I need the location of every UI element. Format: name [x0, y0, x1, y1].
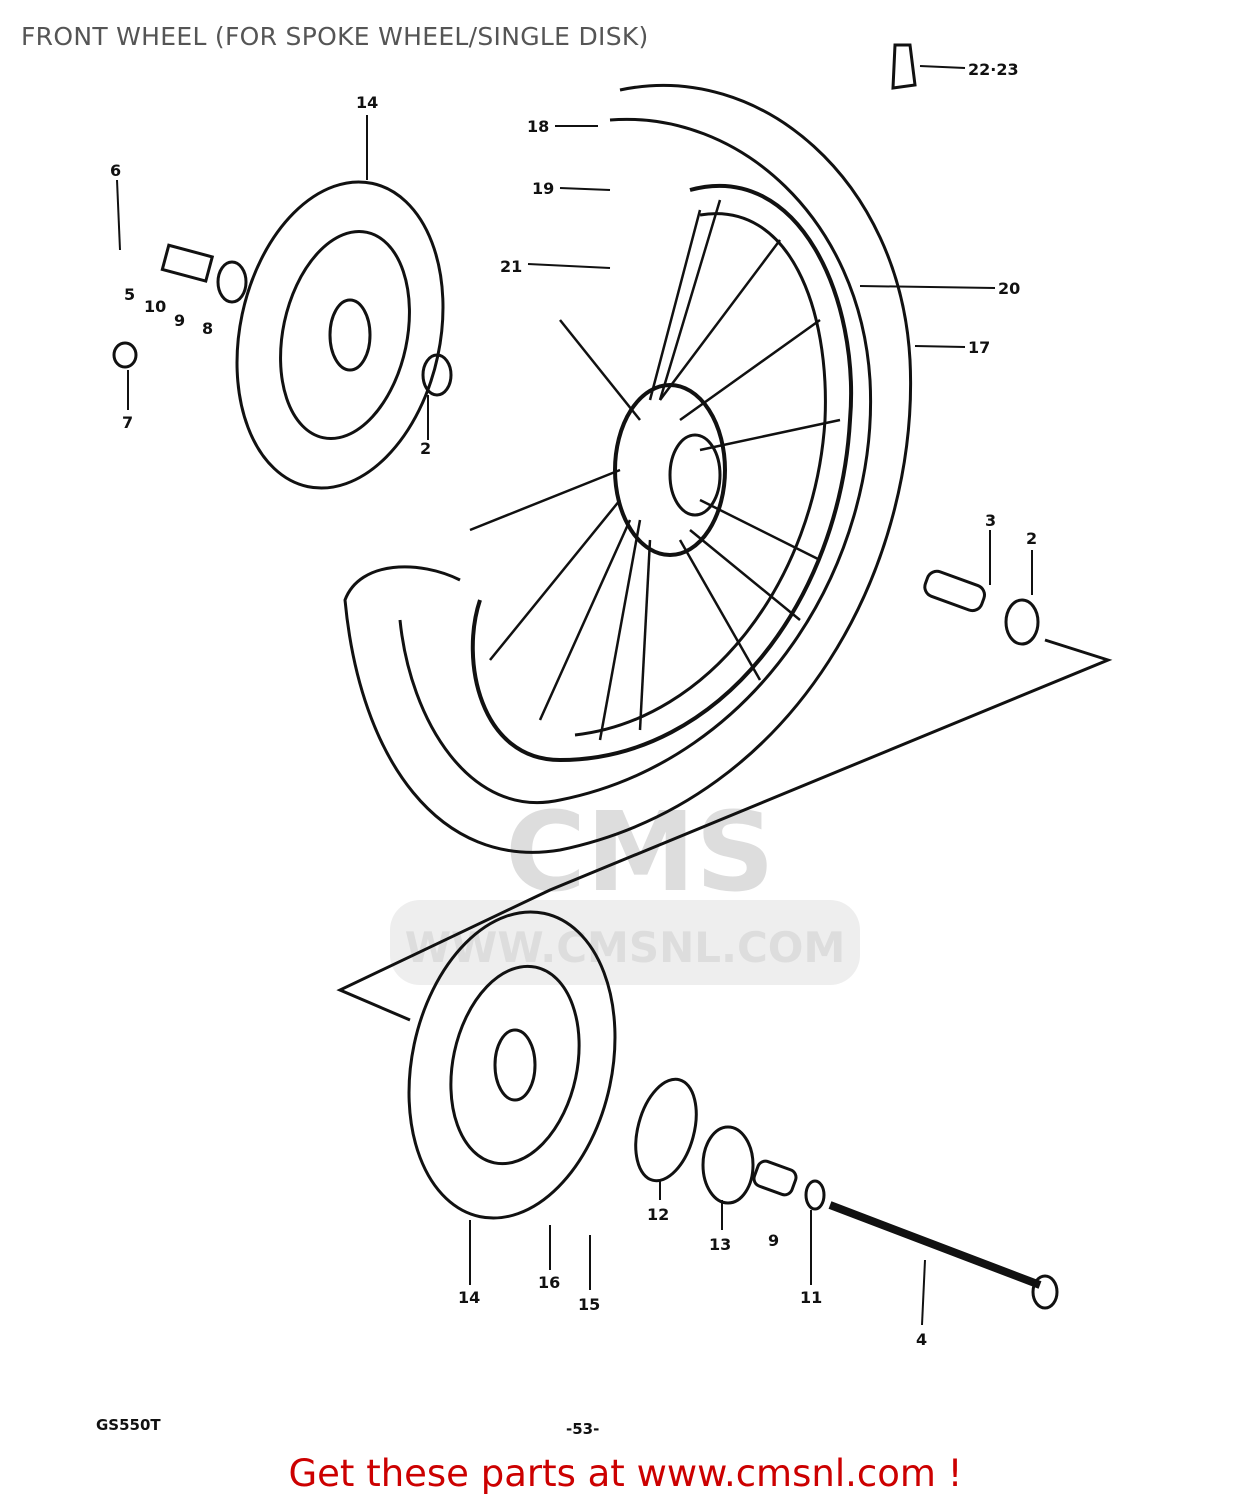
label-9-bottom: 9 — [768, 1231, 779, 1250]
label-2-right: 2 — [1026, 529, 1037, 548]
label-7: 7 — [122, 413, 133, 432]
label-6: 6 — [110, 161, 121, 180]
label-21: 21 — [500, 257, 522, 276]
label-5: 5 — [124, 285, 135, 304]
label-11: 11 — [800, 1288, 822, 1307]
label-18: 18 — [527, 117, 549, 136]
label-20: 20 — [998, 279, 1020, 298]
brake-disk-bottom — [407, 910, 617, 1220]
label-22-23: 22·23 — [968, 60, 1019, 79]
label-17: 17 — [968, 338, 990, 357]
label-15: 15 — [578, 1295, 600, 1314]
label-12: 12 — [647, 1205, 669, 1224]
watermark: WWW.CMSNL.COM CMS — [390, 788, 860, 985]
watermark-text: WWW.CMSNL.COM — [405, 923, 846, 972]
label-8: 8 — [202, 319, 213, 338]
label-4: 4 — [916, 1330, 927, 1349]
tire — [343, 84, 913, 854]
page-number: -53- — [566, 1420, 600, 1438]
valve-cap — [891, 43, 917, 90]
label-3: 3 — [985, 511, 996, 530]
label-10: 10 — [144, 297, 166, 316]
label-9-top: 9 — [174, 311, 185, 330]
label-14-bottom: 14 — [458, 1288, 480, 1307]
model-code: GS550T — [96, 1416, 161, 1434]
label-16: 16 — [538, 1273, 560, 1292]
footer-link[interactable]: Get these parts at www.cmsnl.com ! — [288, 1452, 963, 1495]
label-13: 13 — [709, 1235, 731, 1254]
page-title: FRONT WHEEL (FOR SPOKE WHEEL/SINGLE DISK… — [21, 22, 649, 51]
rim — [470, 183, 853, 763]
label-2-left: 2 — [420, 439, 431, 458]
label-19: 19 — [532, 179, 554, 198]
label-14-top: 14 — [356, 93, 378, 112]
